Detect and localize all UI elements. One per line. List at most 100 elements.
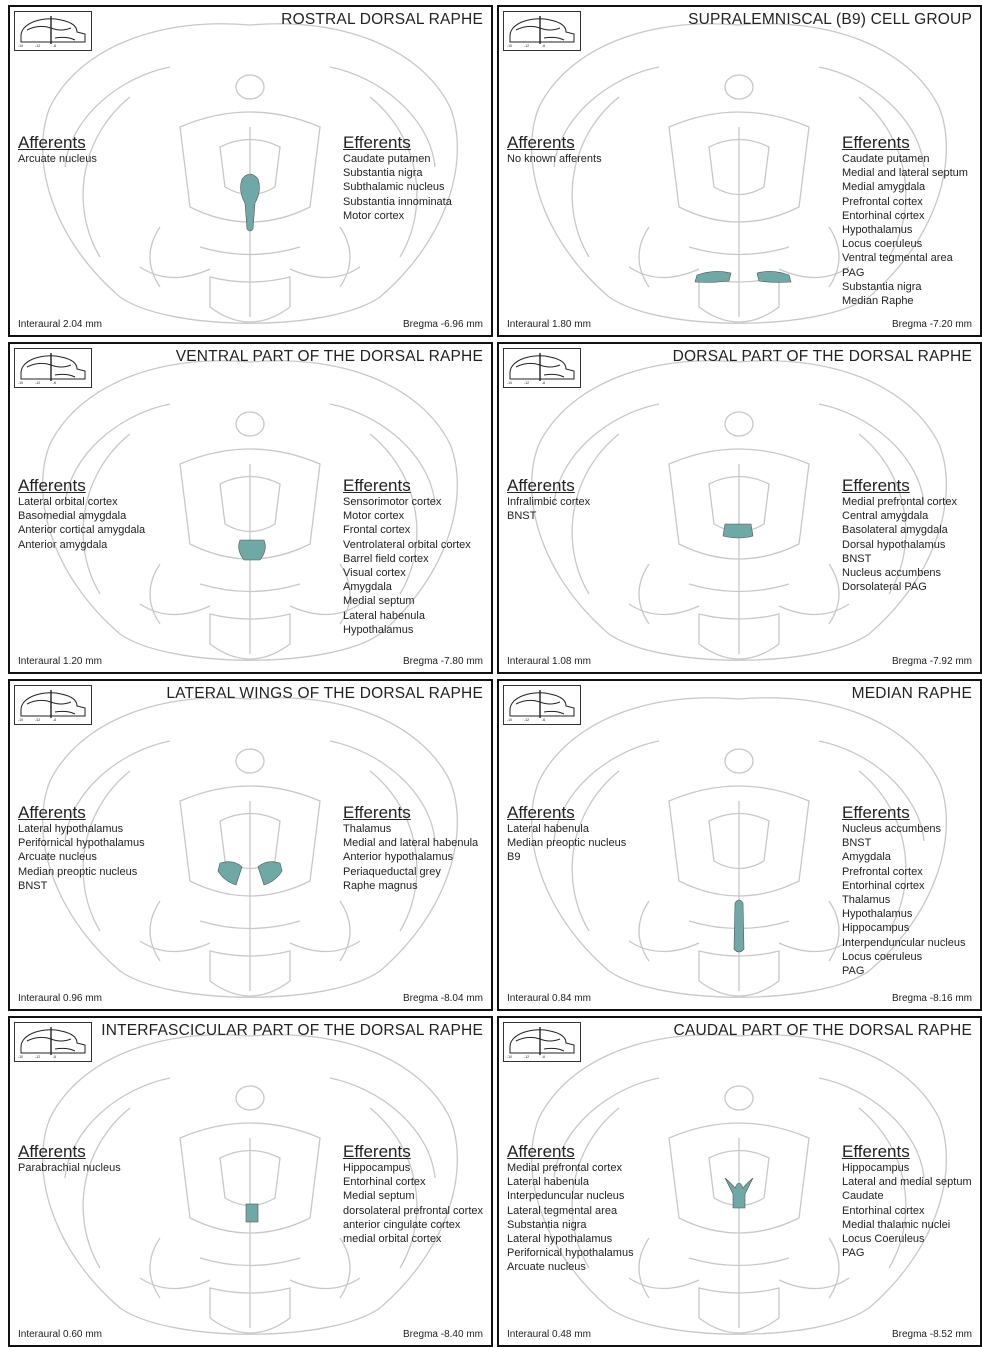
efferent-item: Caudate <box>842 1189 972 1203</box>
svg-text:-12: -12 <box>35 718 40 722</box>
brain-panel: -10-12-6 INTERFASCICULAR PART OF THE DOR… <box>8 1016 493 1347</box>
sagittal-brain-inset-icon: -10 -12 -6 <box>504 12 580 50</box>
afferents-list: Arcuate nucleus <box>18 152 97 166</box>
efferent-item: Nucleus accumbens <box>842 822 966 836</box>
svg-text:-12: -12 <box>35 44 40 48</box>
interaural-label: Interaural 0.48 mm <box>507 1329 591 1340</box>
brain-panel: -10-12-6 MEDIAN RAPHE Afferents Lateral … <box>497 679 982 1011</box>
efferent-item: Motor cortex <box>343 209 452 223</box>
panel-title: INTERFASCICULAR PART OF THE DORSAL RAPHE <box>101 1022 483 1040</box>
efferent-item: Interpenduncular nucleus <box>842 936 966 950</box>
bregma-label: Bregma -6.96 mm <box>403 319 483 330</box>
svg-text:-12: -12 <box>524 381 529 385</box>
panel-title: MEDIAN RAPHE <box>852 685 972 703</box>
interaural-label: Interaural 1.08 mm <box>507 656 591 667</box>
svg-text:-10: -10 <box>507 44 512 48</box>
svg-text:-6: -6 <box>53 44 56 48</box>
efferent-item: Raphe magnus <box>343 879 478 893</box>
highlighted-nucleus <box>239 540 266 560</box>
efferent-item: Medial and lateral septum <box>842 166 968 180</box>
efferent-item: Medial septum <box>343 594 471 608</box>
efferent-item: PAG <box>842 266 968 280</box>
sagittal-brain-inset-icon: -10-12-6 <box>15 349 91 387</box>
interaural-label: Interaural 2.04 mm <box>18 319 102 330</box>
sagittal-brain-inset-icon: -10-12-6 <box>504 349 580 387</box>
efferent-item: Amygdala <box>343 580 471 594</box>
efferent-item: Hypothalamus <box>842 907 966 921</box>
svg-text:-10: -10 <box>18 1055 23 1059</box>
sagittal-brain-inset-icon: -10-12-6 <box>504 1023 580 1061</box>
efferent-item: Anterior hypothalamus <box>343 850 478 864</box>
efferent-item: Thalamus <box>343 822 478 836</box>
sagittal-inset: -10 -12 -6 <box>14 11 92 51</box>
afferents-heading: Afferents <box>18 803 86 822</box>
efferent-item: Substantia innominata <box>343 195 452 209</box>
svg-text:-12: -12 <box>524 44 529 48</box>
afferent-item: Arcuate nucleus <box>18 850 145 864</box>
svg-text:-6: -6 <box>53 1055 56 1059</box>
interaural-label: Interaural 0.96 mm <box>18 993 102 1004</box>
efferent-item: Entorhinal cortex <box>842 1204 972 1218</box>
efferent-item: medial orbital cortex <box>343 1232 483 1246</box>
efferent-item: Dorsolateral PAG <box>842 580 957 594</box>
afferent-item: Basomedial amygdala <box>18 509 145 523</box>
afferent-item: Arcuate nucleus <box>18 152 97 166</box>
brain-panel: -10-12-6 ROSTRAL DORSAL RAPHE Afferents … <box>8 5 493 337</box>
efferents-heading: Efferents <box>842 133 910 152</box>
interaural-label: Interaural 0.84 mm <box>507 993 591 1004</box>
efferent-item: Central amygdala <box>842 509 957 523</box>
efferent-item: Basolateral amygdala <box>842 523 957 537</box>
afferent-item: Lateral habenula <box>507 1175 634 1189</box>
efferent-item: Medial and lateral habenula <box>343 836 478 850</box>
afferent-item: Median preoptic nucleus <box>18 865 145 879</box>
bregma-label: Bregma -8.04 mm <box>403 993 483 1004</box>
efferent-item: Barrel field cortex <box>343 552 471 566</box>
efferent-item: Subthalamic nucleus <box>343 180 452 194</box>
efferent-item: Ventrolateral orbital cortex <box>343 538 471 552</box>
svg-text:-10: -10 <box>507 1055 512 1059</box>
afferents-heading: Afferents <box>18 476 86 495</box>
efferent-item: Lateral habenula <box>343 609 471 623</box>
efferents-heading: Efferents <box>842 1142 910 1161</box>
sagittal-inset: -10-12-6 <box>14 1022 92 1062</box>
svg-text:-12: -12 <box>524 1055 529 1059</box>
brain-panel: -10-12-6 DORSAL PART OF THE DORSAL RAPHE… <box>497 342 982 674</box>
highlighted-nucleus <box>734 900 744 952</box>
svg-text:-10: -10 <box>18 381 23 385</box>
panel-title: LATERAL WINGS OF THE DORSAL RAPHE <box>166 685 483 703</box>
bregma-label: Bregma -8.40 mm <box>403 1329 483 1340</box>
efferent-item: Motor cortex <box>343 509 471 523</box>
efferent-item: Medial amygdala <box>842 180 968 194</box>
brain-panel: -10-12-6 LATERAL WINGS OF THE DORSAL RAP… <box>8 679 493 1011</box>
efferent-item: Dorsal hypothalamus <box>842 538 957 552</box>
afferents-heading: Afferents <box>18 133 86 152</box>
efferent-item: Prefrontal cortex <box>842 865 966 879</box>
bregma-label: Bregma -7.92 mm <box>892 656 972 667</box>
bregma-label: Bregma -7.20 mm <box>892 319 972 330</box>
efferents-heading: Efferents <box>343 476 411 495</box>
sagittal-inset: -10-12-6 <box>503 685 581 725</box>
svg-text:-10: -10 <box>18 44 23 48</box>
panel-title: DORSAL PART OF THE DORSAL RAPHE <box>673 348 972 366</box>
afferents-heading: Afferents <box>507 803 575 822</box>
efferent-item: Hippocampus <box>842 1161 972 1175</box>
afferent-item: Infralimbic cortex <box>507 495 590 509</box>
svg-text:-6: -6 <box>542 44 545 48</box>
efferent-item: Substantia nigra <box>842 280 968 294</box>
efferent-item: Visual cortex <box>343 566 471 580</box>
afferent-item: B9 <box>507 850 626 864</box>
efferent-item: Entorhinal cortex <box>343 1175 483 1189</box>
interaural-label: Interaural 1.80 mm <box>507 319 591 330</box>
efferent-item: Thalamus <box>842 893 966 907</box>
efferents-list: Nucleus accumbensBNSTAmygdalaPrefrontal … <box>842 822 966 978</box>
efferents-list: HippocampusEntorhinal cortexMedial septu… <box>343 1161 483 1246</box>
efferents-heading: Efferents <box>343 1142 411 1161</box>
efferent-item: Prefrontal cortex <box>842 195 968 209</box>
svg-text:-6: -6 <box>542 381 545 385</box>
svg-text:-6: -6 <box>53 718 56 722</box>
efferents-heading: Efferents <box>343 803 411 822</box>
